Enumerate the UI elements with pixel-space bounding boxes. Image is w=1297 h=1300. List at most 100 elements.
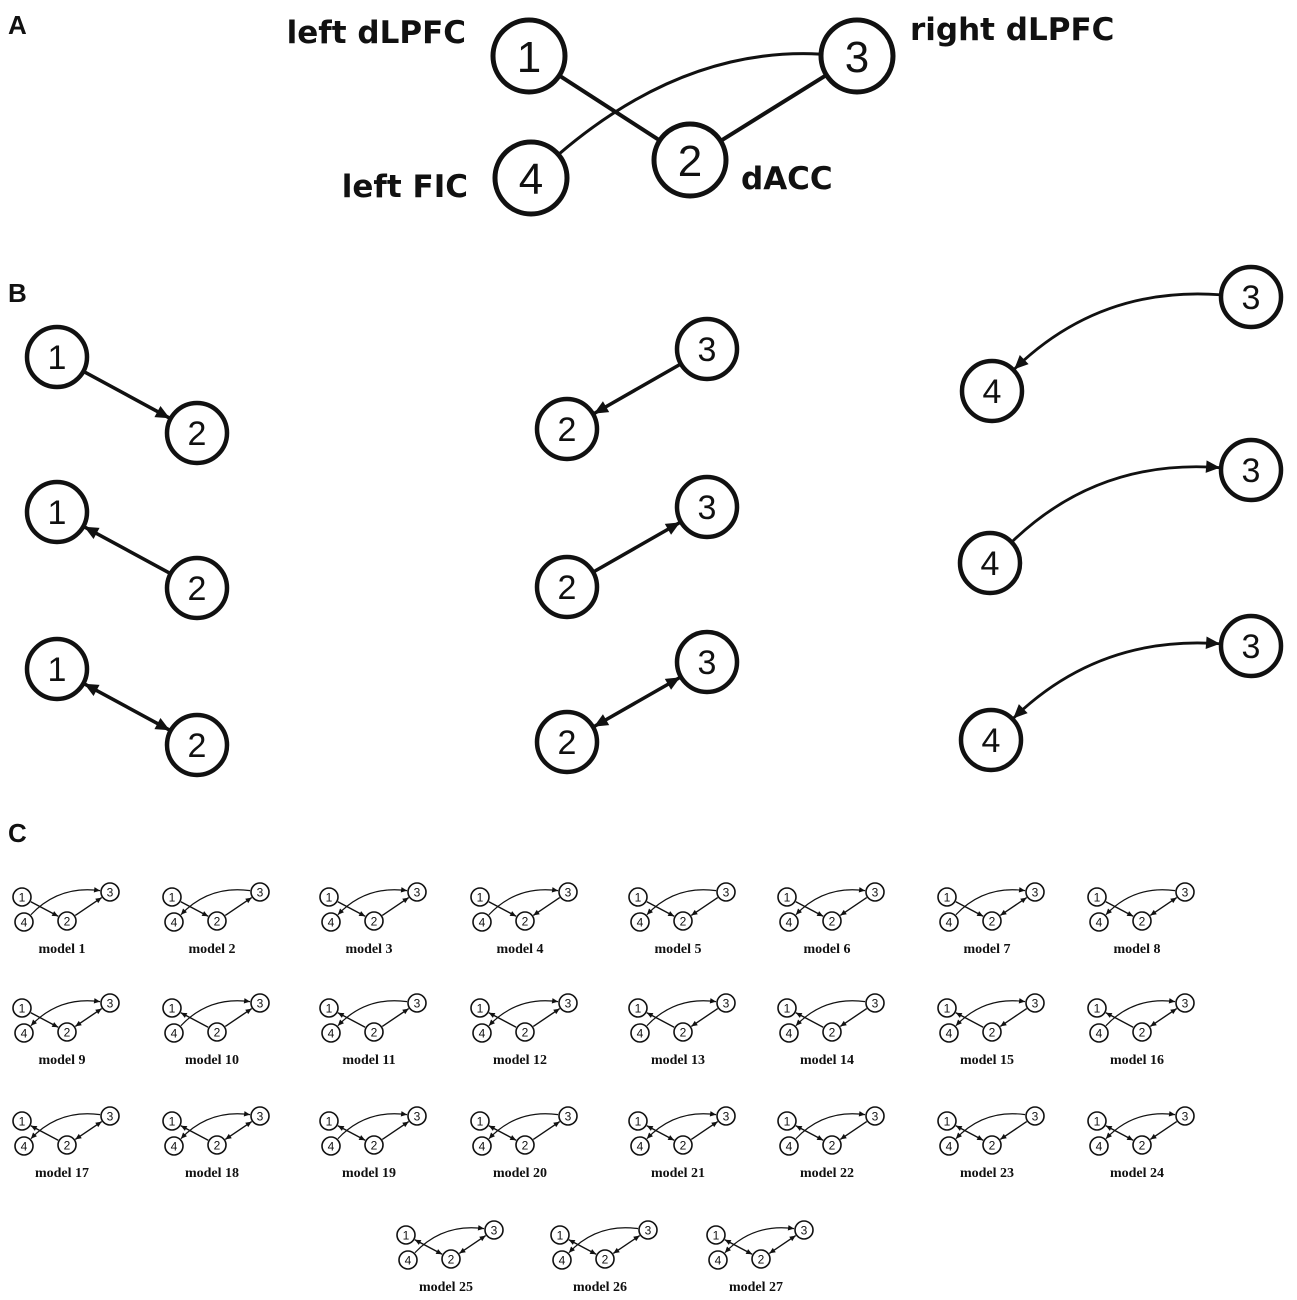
panel-b-node-1-1-circle — [24, 324, 90, 390]
model-26-edge-1-2-arrowhead-start — [568, 1239, 576, 1245]
model-15-node-4-number: 4 — [946, 1026, 953, 1040]
model-15-edge-4-3-arrowhead-start — [955, 1019, 962, 1026]
panel-b-edge-4-3-backward-line — [1011, 465, 1221, 543]
model-17-node-2: 2 — [57, 1135, 77, 1155]
panel-b-edge-2-3-backward-arrowhead-end — [664, 522, 681, 535]
model-21-edge-4-3-arrowhead-start — [646, 1132, 653, 1139]
model-5-node-4-number: 4 — [637, 915, 644, 929]
model-2-node-4: 4 — [164, 912, 184, 932]
model-6-node-3-circle — [865, 882, 885, 902]
model-27-edge-1-2-arrowhead-end — [745, 1249, 753, 1255]
model-26-node-2-circle — [595, 1249, 615, 1269]
model-13-edge-4-3-arrowhead-end — [709, 998, 717, 1004]
model-23-node-2: 2 — [982, 1135, 1002, 1155]
model-26-edge-4-3-line — [568, 1227, 639, 1254]
model-21-node-2: 2 — [673, 1135, 693, 1155]
model-1-node-2-circle — [57, 911, 77, 931]
panel-b-node-4-2-circle — [957, 530, 1023, 596]
model-22-node-4-number: 4 — [786, 1139, 793, 1153]
panel-b-edge-4-3-forward — [1013, 292, 1221, 371]
model-6-node-1-number: 1 — [784, 890, 791, 904]
model-5-edge-4-3-arrowhead-start — [646, 908, 653, 915]
model-3-edge-4-3-arrowhead-end — [400, 887, 408, 893]
model-14-node-1-circle — [777, 998, 797, 1018]
model-9-edge-1-2-arrowhead-end — [51, 1022, 59, 1028]
model-26-edge-1-2-arrowhead-end — [589, 1249, 597, 1255]
model-26-edge-4-3 — [568, 1227, 639, 1254]
model-1-node-1-circle — [12, 887, 32, 907]
model-1-edge-4-3-arrowhead-end — [93, 887, 101, 893]
model-20-node-3-number: 3 — [565, 1109, 572, 1123]
model-24-edge-4-3-arrowhead-end — [1168, 1111, 1176, 1117]
model-11-edge-1-2 — [337, 1012, 366, 1028]
panel-b-edge-4-3-bidirectional — [1012, 636, 1221, 720]
model-11-edge-4-3-arrowhead-start — [337, 1019, 344, 1026]
model-27-edge-4-3-arrowhead-start — [724, 1246, 731, 1253]
model-label: model 18 — [185, 1166, 239, 1181]
model-13-edge-1-2 — [646, 1012, 675, 1028]
model-3-node-3-number: 3 — [414, 885, 421, 899]
model-18-edge-1-2-arrowhead-start — [180, 1125, 188, 1131]
model-7-edge-4-3-line — [955, 889, 1026, 916]
model-14-edge-1-2 — [795, 1012, 824, 1028]
model-4-edge-4-3 — [488, 887, 559, 916]
model-8-node-1-circle — [1087, 887, 1107, 907]
panel-b-node-2-col2-1-circle — [534, 396, 600, 462]
model-12-edge-2-3 — [532, 1008, 561, 1027]
model-10-node-1-number: 1 — [169, 1001, 176, 1015]
model-20-node-3-circle — [558, 1106, 578, 1126]
model-3-edge-1-2-arrowhead-end — [358, 911, 366, 917]
model-label: model 4 — [496, 942, 543, 957]
model-19-edge-1-2-arrowhead-start — [337, 1125, 345, 1131]
model-8-node-3: 3 — [1175, 882, 1195, 902]
model-22-node-1-number: 1 — [784, 1114, 791, 1128]
region-label-left-fic: left FIC — [342, 169, 468, 205]
model-16-edge-2-3-arrowhead-start — [1150, 1020, 1157, 1027]
model-18-edge-4-3-arrowhead-end — [243, 1111, 251, 1117]
model-27-node-3-circle — [794, 1220, 814, 1240]
model-13-edge-2-3 — [690, 1008, 719, 1027]
model-24-node-1: 1 — [1087, 1111, 1107, 1131]
model-23-edge-4-3-arrowhead-start — [955, 1132, 962, 1139]
model-23-edge-1-2-arrowhead-start — [955, 1125, 963, 1131]
panel-b-node-3-1-circle — [674, 316, 740, 382]
model-18-node-3-number: 3 — [257, 1109, 264, 1123]
model-24-edge-1-2 — [1105, 1125, 1134, 1141]
model-5-edge-1-2-arrowhead-end — [667, 911, 675, 917]
model-22-node-3-circle — [865, 1106, 885, 1126]
model-label: model 10 — [185, 1053, 239, 1068]
panel-b-edge-1-2-backward-line — [83, 525, 171, 575]
model-label: model 1 — [38, 942, 85, 957]
panel-b-node-2-col2-2: 2 — [534, 554, 600, 620]
model-6-node-4-circle — [779, 912, 799, 932]
panel-b-node-2-col2-3-number: 2 — [558, 724, 577, 762]
model-21-edge-1-2 — [646, 1125, 675, 1141]
panel-a-edge-1-2 — [558, 74, 661, 142]
model-10-node-2: 2 — [207, 1022, 227, 1042]
model-2-node-2-circle — [207, 911, 227, 931]
model-label: model 16 — [1110, 1053, 1164, 1068]
model-19-edge-1-2 — [337, 1125, 366, 1141]
model-27-edge-2-3-arrowhead-start — [769, 1247, 776, 1254]
panel-b-node-1-2-circle — [24, 479, 90, 545]
model-4-node-3: 3 — [558, 882, 578, 902]
model-17-node-1: 1 — [12, 1111, 32, 1131]
model-4-node-2: 2 — [515, 911, 535, 931]
panel-b-node-2-2: 2 — [164, 555, 230, 621]
model-2-node-1: 1 — [162, 887, 182, 907]
model-6-edge-2-3 — [839, 897, 868, 916]
model-15-edge-1-2 — [955, 1012, 984, 1028]
model-2-edge-1-2-arrowhead-end — [201, 911, 209, 917]
model-24-node-2: 2 — [1132, 1135, 1152, 1155]
model-20-edge-1-2 — [488, 1125, 517, 1141]
model-17-edge-2-3-arrowhead-end — [95, 1121, 102, 1128]
model-2-edge-4-3 — [180, 889, 251, 916]
model-26-edge-2-3-arrowhead-start — [613, 1247, 620, 1254]
model-12-node-3-number: 3 — [565, 996, 572, 1010]
model-16-node-2-circle — [1132, 1022, 1152, 1042]
